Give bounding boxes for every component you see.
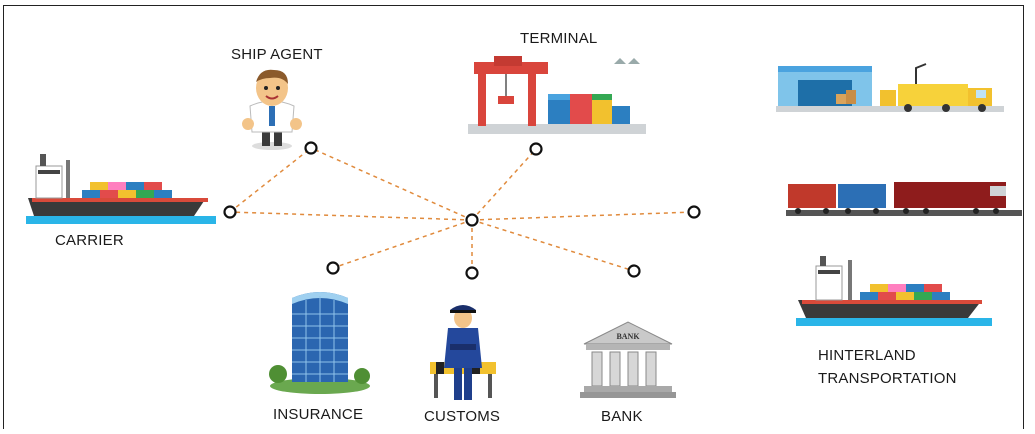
bank-sign: BANK [616,332,640,341]
terminal-crane-icon [468,56,646,134]
customs-label: CUSTOMS [424,408,501,425]
ship-agent-label: SHIP AGENT [231,46,323,63]
diagram-frame [3,5,1024,429]
link-to-ship-agent [310,147,473,221]
insurance-building-icon [269,292,370,394]
link-to-terminal [471,148,537,221]
link-to-insurance [332,219,473,269]
node-ship-agent [304,141,318,155]
hinterland-label-line2: TRANSPORTATION [818,370,957,387]
node-insurance [326,261,340,275]
node-hinterland [687,205,701,219]
link-to-hinterland [471,211,695,221]
freight-train-icon [786,182,1022,216]
hinterland-label: HINTERLAND TRANSPORTATION [818,344,957,390]
link-to-bank [471,219,635,272]
node-bank [627,264,641,278]
carrier-label: CARRIER [55,232,124,249]
terminal-label: TERMINAL [520,30,598,47]
node-hub [465,213,479,227]
hinterland-label-line1: HINTERLAND [818,347,916,364]
bank-label: BANK [601,408,643,425]
link-to-carrier [229,211,473,221]
node-carrier [223,205,237,219]
bank-building-icon: BANK [580,321,676,398]
node-terminal [529,142,543,156]
carrier-ship-icon [26,154,216,224]
link-carrier-agent [229,147,312,213]
warehouse-truck-icon [776,63,1004,112]
ship-agent-icon [242,69,302,150]
customs-officer-icon [430,305,496,400]
node-customs [465,266,479,280]
insurance-label: INSURANCE [273,406,364,423]
hinterland-ship-icon [796,256,992,326]
